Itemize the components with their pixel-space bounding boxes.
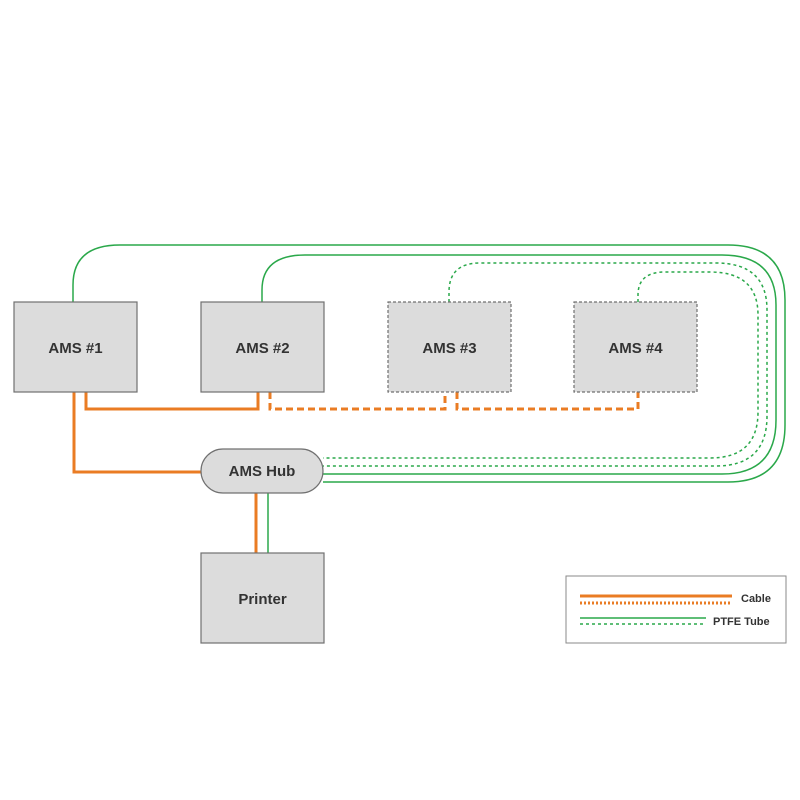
ams2-label: AMS #2 [235,340,289,357]
ptfe-tube-ams1 [72,244,786,483]
ptfe-tube-ams2 [261,254,777,475]
ams-hub-label: AMS Hub [229,463,296,480]
cable-ams2-ams3 [268,392,447,411]
cable-ams3-ams4 [455,392,640,411]
cables [72,392,640,553]
ams1-box: AMS #1 [13,301,138,393]
cable-ams1-hub [72,392,201,474]
legend-cable-label: Cable [741,593,771,605]
printer-label: Printer [238,591,287,608]
ams2-box: AMS #2 [200,301,325,393]
ams-hub-box: AMS Hub [200,448,324,494]
ams4-box: AMS #4 [573,301,698,393]
ams1-label: AMS #1 [48,340,102,357]
printer-box: Printer [200,552,325,644]
legend-ptfe-label: PTFE Tube [713,616,770,628]
ams3-label: AMS #3 [422,340,476,357]
ams3-box: AMS #3 [387,301,512,393]
ptfe-tubes [72,244,786,553]
legend: Cable PTFE Tube [565,575,787,644]
legend-frame [565,575,787,644]
cable-ams1-ams2 [84,392,260,411]
ptfe-tube-ams3 [323,262,768,467]
ams4-label: AMS #4 [608,340,663,357]
